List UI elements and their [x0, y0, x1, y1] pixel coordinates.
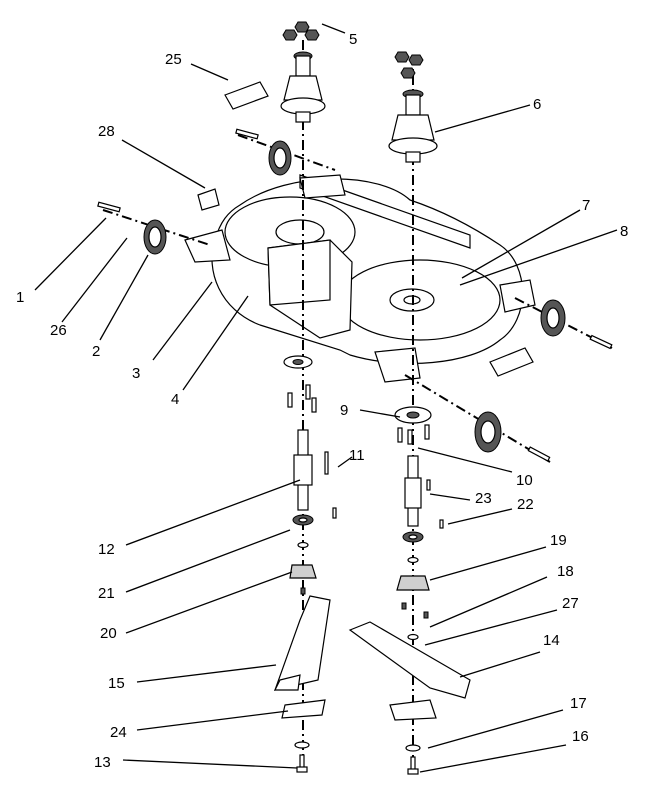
- callout-7: 7: [582, 197, 590, 214]
- warning-decal-right: [489, 347, 534, 377]
- right-spindle-stack: [348, 51, 471, 775]
- callout-13: 13: [94, 754, 111, 771]
- callout-8: 8: [620, 223, 628, 240]
- callout-23: 23: [475, 490, 492, 507]
- callout-14: 14: [543, 632, 560, 649]
- callout-20: 20: [100, 625, 117, 642]
- callout-22: 22: [517, 496, 534, 513]
- callout-26: 26: [50, 322, 67, 339]
- mower-deck-housing: [184, 174, 536, 383]
- callout-27: 27: [562, 595, 579, 612]
- callout-18: 18: [557, 563, 574, 580]
- callout-2: 2: [92, 343, 100, 360]
- callout-21: 21: [98, 585, 115, 602]
- callout-6: 6: [533, 96, 541, 113]
- callout-labels: 1 2 3 4 5 6 7 8 9 10 11 12 13 14 15 16 1…: [16, 31, 628, 771]
- decal-28: [197, 188, 220, 211]
- gauge-wheels: [97, 128, 613, 463]
- callout-3: 3: [132, 365, 140, 382]
- callout-5: 5: [349, 31, 357, 48]
- callout-16: 16: [572, 728, 589, 745]
- warning-decal-25: [224, 81, 269, 110]
- left-spindle-stack: [274, 21, 337, 773]
- callout-28: 28: [98, 123, 115, 140]
- callout-11: 11: [349, 447, 365, 464]
- callout-1: 1: [16, 289, 24, 306]
- callout-19: 19: [550, 532, 567, 549]
- callout-12: 12: [98, 541, 115, 558]
- callout-17: 17: [570, 695, 587, 712]
- decals: [197, 81, 534, 377]
- callout-10: 10: [516, 472, 533, 489]
- callout-9: 9: [340, 402, 348, 419]
- callout-4: 4: [171, 391, 179, 408]
- callout-24: 24: [110, 724, 127, 741]
- callout-25: 25: [165, 51, 182, 68]
- callout-15: 15: [108, 675, 125, 692]
- leader-lines: [34, 23, 618, 773]
